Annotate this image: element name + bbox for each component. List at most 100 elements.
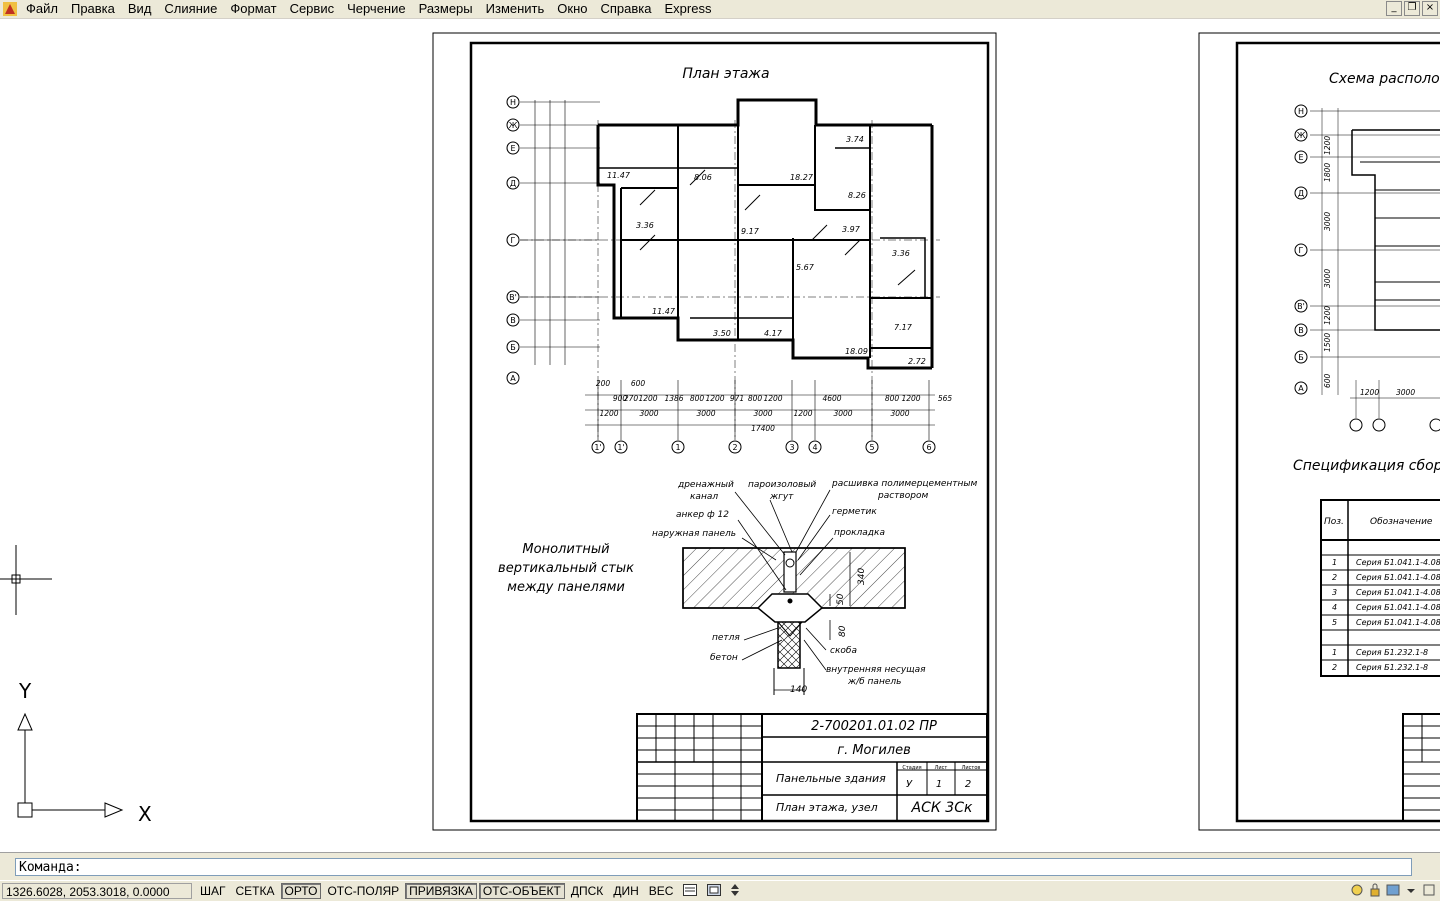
svg-text:340: 340 [857,568,867,585]
room-labels: 11.47 8.06 18.27 3.74 8.26 3.36 9.17 3.9… [607,135,926,366]
menu-draw[interactable]: Черчение [347,1,406,16]
toggle-dyn[interactable]: ДИН [613,884,639,898]
svg-text:6: 6 [926,443,931,452]
drawing-code: 2-700201.01.02 ПР [811,719,937,734]
title-block [636,713,988,822]
svg-text:4: 4 [1332,603,1337,612]
spec-title: Спецификация сбор [1293,458,1440,474]
menu-bar: Файл Правка Вид Слияние Формат Сервис Че… [0,0,1440,19]
lock-icon[interactable] [1368,883,1382,897]
svg-text:1: 1 [936,779,942,790]
autocad-app-icon[interactable] [3,2,17,16]
svg-text:В': В' [509,293,517,302]
drawing-canvas[interactable]: План этажа [0,19,1440,852]
menu-view[interactable]: Вид [127,1,152,16]
menu-format[interactable]: Формат [230,1,277,16]
svg-text:900: 900 [613,394,628,403]
svg-text:3: 3 [789,443,794,452]
svg-text:2: 2 [965,779,971,790]
svg-text:565: 565 [938,394,953,403]
restore-button[interactable]: ❐ [1404,1,1420,16]
scheme-title: Схема располо [1329,71,1440,87]
tray-icons [1350,883,1436,897]
menu-express[interactable]: Express [664,1,712,16]
sheet-2-frame [1235,41,1440,823]
svg-text:3000: 3000 [833,409,852,418]
svg-text:2: 2 [1332,663,1337,672]
toggle-ducs[interactable]: ДПСК [570,884,604,898]
detail-title: Монолитный вертикальный стык между панел… [498,542,634,595]
svg-text:1200: 1200 [793,409,812,418]
menu-items: Файл Правка Вид Слияние Формат Сервис Че… [26,0,724,18]
close-button[interactable]: × [1422,1,1438,16]
menu-merge[interactable]: Слияние [164,1,218,16]
svg-text:800: 800 [748,394,763,403]
svg-text:Г: Г [1299,246,1304,255]
ucs-y-label: Y [18,679,32,703]
svg-text:2.72: 2.72 [908,357,926,366]
svg-text:прокладка: прокладка [834,528,885,538]
toggle-osnap[interactable]: ПРИВЯЗКА [405,883,477,899]
svg-text:600: 600 [631,379,646,388]
svg-text:3000: 3000 [639,409,658,418]
menu-file[interactable]: Файл [26,1,58,16]
svg-text:3.74: 3.74 [846,135,864,144]
menu-dimension[interactable]: Размеры [418,1,473,16]
toggle-polar[interactable]: ОТС-ПОЛЯР [327,884,400,898]
menu-window[interactable]: Окно [557,1,588,16]
svg-text:расшивка полимерцементным: расшивка полимерцементным [831,479,978,489]
svg-text:между панелями: между панелями [507,580,625,595]
svg-text:1200: 1200 [705,394,724,403]
toggle-grid[interactable]: СЕТКА [235,884,275,898]
svg-text:В': В' [1297,302,1305,311]
svg-text:Серия Б1.041.1-4.08: Серия Б1.041.1-4.08 [1356,558,1440,567]
svg-text:200: 200 [596,379,611,388]
clean-screen-icon[interactable] [1422,883,1436,897]
svg-text:Б: Б [510,343,516,352]
svg-text:1': 1' [594,443,601,452]
spec-table-text: Поз. Обозначение 1 Серия Б1.041.1-4.08 2… [1324,517,1440,672]
svg-text:3000: 3000 [1396,388,1415,397]
svg-text:Н: Н [1298,107,1304,116]
svg-text:600: 600 [1323,373,1332,388]
svg-text:4: 4 [812,443,817,452]
svg-text:дренажный: дренажный [677,480,734,490]
scroll-arrows-icon[interactable] [727,883,743,899]
command-line-input[interactable]: Команда: [15,858,1412,876]
toggle-ortho[interactable]: ОРТО [280,883,322,899]
svg-text:3000: 3000 [753,409,772,418]
svg-text:Ж: Ж [1297,131,1306,140]
drafting-toggles: ШАГ СЕТКА ОРТО ОТС-ПОЛЯР ПРИВЯЗКА ОТС-ОБ… [196,883,743,899]
menu-tools[interactable]: Сервис [289,1,335,16]
cad-drawing[interactable]: План этажа [0,19,1440,852]
svg-text:3.36: 3.36 [636,221,654,230]
communication-icon[interactable] [1386,883,1400,897]
toggle-snap[interactable]: ШАГ [200,884,226,898]
svg-text:Серия Б1.041.1-4.08: Серия Б1.041.1-4.08 [1356,603,1440,612]
cursor-coordinates[interactable]: 1326.6028, 2053.3018, 0.0000 [2,883,192,899]
sheet-2-paper [1198,32,1440,831]
annotation-scale-icon[interactable] [1350,883,1364,897]
svg-text:Б: Б [1298,353,1304,362]
svg-text:2: 2 [732,443,737,452]
svg-text:1: 1 [1332,558,1337,567]
model-icon[interactable] [679,883,701,899]
svg-text:канал: канал [690,492,718,502]
toggle-lwt[interactable]: ВЕС [648,884,674,898]
menu-help[interactable]: Справка [600,1,652,16]
joint-detail [682,489,906,695]
svg-text:3: 3 [1332,588,1337,597]
svg-text:Обозначение: Обозначение [1370,517,1433,527]
svg-text:80: 80 [838,625,848,637]
svg-text:1200: 1200 [1323,306,1332,325]
toggle-otrack[interactable]: ОТС-ОБЪЕКТ [478,883,565,899]
drawing-sheet-name: План этажа, узел [776,801,878,814]
svg-text:1200: 1200 [1323,136,1332,155]
tray-settings-icon[interactable] [1404,883,1418,897]
layout-icon[interactable] [703,883,725,899]
svg-text:скоба: скоба [830,646,857,656]
svg-text:бетон: бетон [710,653,738,663]
minimize-button[interactable]: _ [1386,1,1402,16]
menu-edit[interactable]: Правка [70,1,115,16]
menu-modify[interactable]: Изменить [485,1,545,16]
